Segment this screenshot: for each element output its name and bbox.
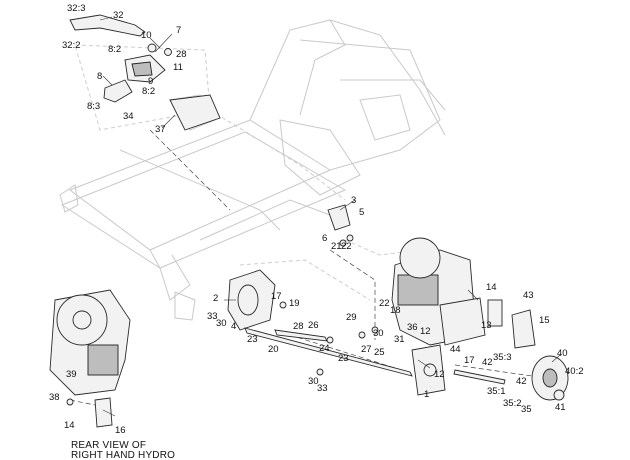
caption-line-1: REAR VIEW OF [71, 440, 146, 451]
callout-22b: 22 [379, 298, 390, 309]
callout-23a: 23 [247, 334, 258, 345]
callout-31: 31 [394, 334, 405, 345]
callout-4: 4 [231, 321, 236, 332]
callout-39: 39 [66, 369, 77, 380]
callout-35: 35 [521, 404, 532, 415]
hydro-transmission [391, 237, 486, 346]
callout-15: 15 [539, 315, 550, 326]
callout-17a: 17 [271, 291, 282, 302]
callout-21: 21 [331, 241, 342, 252]
callout-10: 10 [141, 30, 152, 41]
callout-32-3: 32:3 [67, 3, 86, 14]
view-caption: REAR VIEW OF RIGHT HAND HYDRO [71, 440, 175, 460]
leader-lines [99, 16, 561, 417]
callout-16: 16 [115, 425, 126, 436]
callout-35-3: 35:3 [493, 352, 512, 363]
callout-28a: 28 [176, 49, 187, 60]
callout-34: 34 [123, 111, 134, 122]
callout-14a: 14 [486, 282, 497, 293]
callout-33a: 33 [207, 311, 218, 322]
brake-bracket [487, 299, 536, 349]
callout-20: 20 [268, 344, 279, 355]
callout-5: 5 [359, 207, 364, 218]
callout-43: 43 [523, 290, 534, 301]
callout-7: 7 [176, 25, 181, 36]
axle-hub [453, 355, 569, 401]
callout-37: 37 [155, 124, 166, 135]
callout-27: 27 [361, 344, 372, 355]
callout-28b: 28 [293, 321, 304, 332]
callout-42a: 42 [482, 357, 493, 368]
callout-13: 13 [481, 320, 492, 331]
callout-8-3: 8:3 [87, 101, 100, 112]
callout-8-2a: 8:2 [108, 44, 121, 55]
callout-30a: 30 [216, 318, 227, 329]
callout-35-2: 35:2 [503, 398, 522, 409]
callout-32-2: 32:2 [62, 40, 81, 51]
fasteners [316, 326, 379, 376]
callout-19: 19 [289, 298, 300, 309]
callout-12a: 12 [420, 326, 431, 337]
link-plates [327, 204, 354, 247]
callout-6: 6 [322, 233, 327, 244]
callout-25: 25 [374, 347, 385, 358]
left-lever-bracket [227, 269, 287, 331]
callout-23b: 23 [338, 353, 349, 364]
callout-40: 40 [557, 348, 568, 359]
callout-33b: 33 [317, 383, 328, 394]
callout-38: 38 [49, 392, 60, 403]
mount-bracket [169, 94, 221, 131]
callout-3: 3 [351, 195, 356, 206]
callout-12b: 12 [434, 369, 445, 380]
callout-9: 9 [148, 76, 153, 87]
callout-44: 44 [450, 344, 461, 355]
mount-plate [411, 344, 446, 396]
callout-32: 32 [113, 10, 124, 21]
lever-assembly [69, 14, 172, 103]
callout-41: 41 [555, 402, 566, 413]
callout-29: 29 [346, 312, 357, 323]
callout-8-2b: 8:2 [142, 86, 155, 97]
callout-26: 26 [308, 320, 319, 331]
rear-view-hydro [49, 289, 131, 428]
callout-11: 11 [173, 62, 183, 73]
callout-18: 18 [390, 305, 401, 316]
callout-14b: 14 [64, 420, 75, 431]
callout-17b: 17 [464, 355, 475, 366]
callout-30c: 30 [308, 376, 319, 387]
callout-30b: 30 [373, 328, 384, 339]
callout-1: 1 [424, 389, 429, 400]
callout-42b: 42 [516, 376, 527, 387]
callout-2: 2 [213, 293, 218, 304]
callout-36: 36 [407, 322, 418, 333]
callout-22a: 22 [341, 241, 352, 252]
mower-frame [59, 19, 446, 321]
callout-40-2: 40:2 [565, 366, 584, 377]
callout-24: 24 [319, 343, 330, 354]
callout-8: 8 [97, 71, 102, 82]
callout-labels: 32:3 32 32:2 7 10 8:2 28 11 8 9 8:2 8:3 … [49, 3, 584, 436]
caption-line-2: RIGHT HAND HYDRO [71, 450, 175, 460]
drive-rod [244, 327, 413, 377]
callout-35-1: 35:1 [487, 386, 506, 397]
